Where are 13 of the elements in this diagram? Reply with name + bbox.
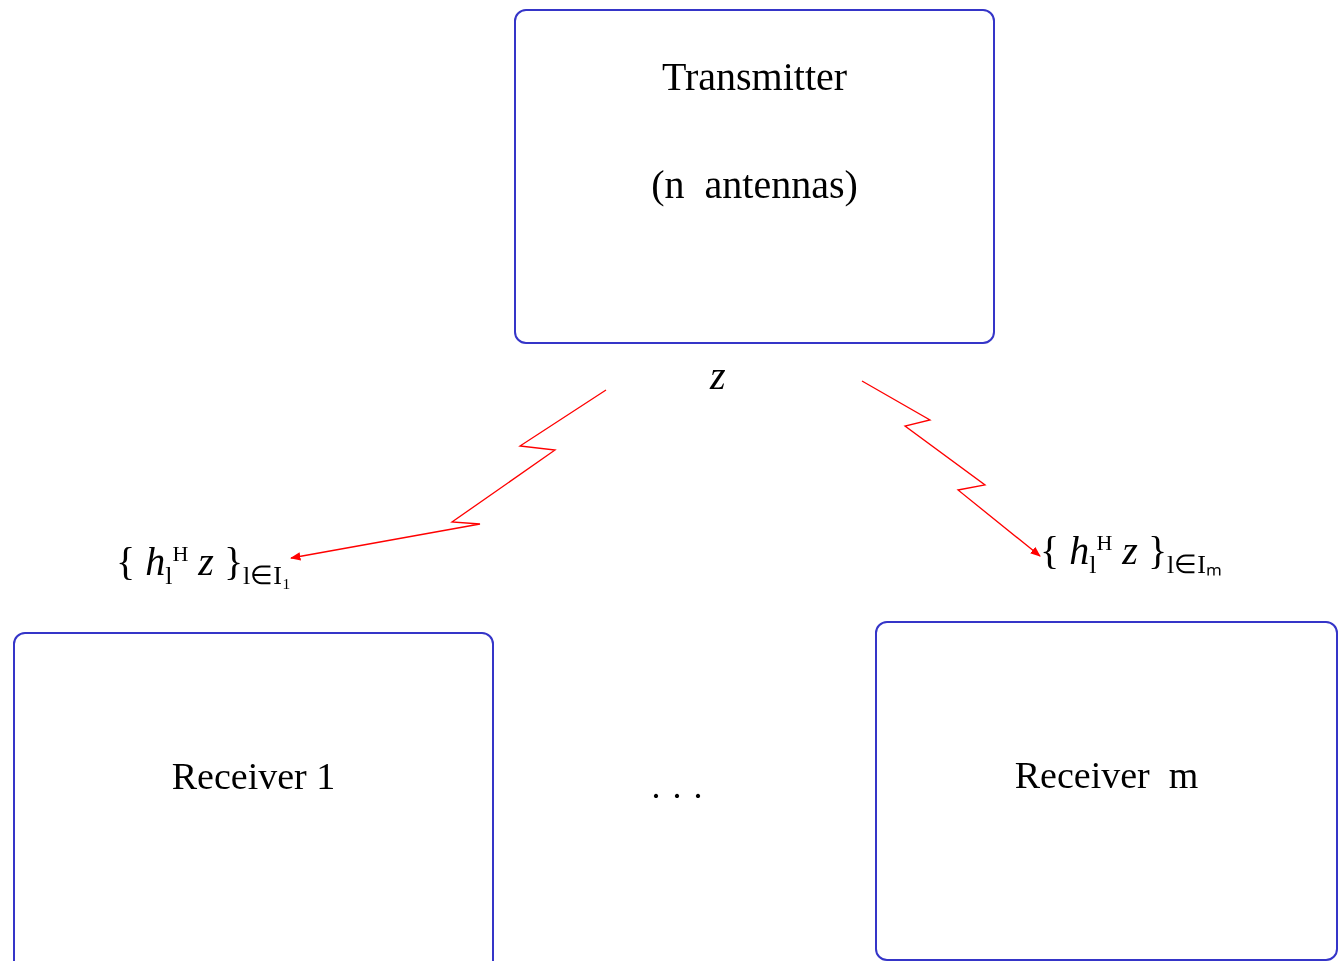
ellipsis-text: · · · [650, 775, 704, 817]
box-title: Transmitter [660, 53, 849, 100]
math-label: { h$_{l}$$^{H}$ z }$_{l∈Iₘ}$ [1040, 527, 1222, 581]
box-title: Receiver m [1013, 753, 1200, 797]
process-box [514, 9, 995, 344]
box-subtitle: (n antennas) [650, 161, 859, 208]
lightning-arrow [290, 389, 607, 561]
box-title: Receiver 1 [170, 754, 337, 798]
process-box [875, 621, 1338, 961]
lightning-arrow [861, 380, 1041, 557]
math-label: z [710, 352, 726, 399]
process-box [13, 632, 494, 961]
math-label: { h$_{l}$$^{H}$ z }$_{l∈I₁}$ [116, 538, 292, 592]
